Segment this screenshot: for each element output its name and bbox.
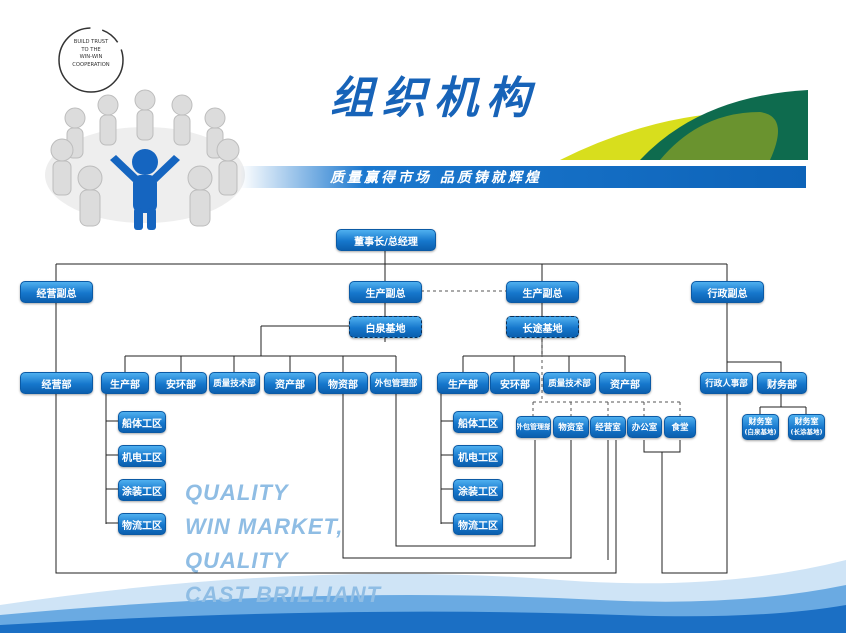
base-changtu-box: 长途基地 [506, 316, 579, 338]
base-baiquan-box: 白泉基地 [349, 316, 422, 338]
base1-dept-box: 生产部 [101, 372, 149, 394]
base1-area-box: 物流工区 [118, 513, 166, 535]
finance-office-sub: (长涂基地) [790, 428, 823, 436]
base1-dept-box: 物资部 [318, 372, 368, 394]
wuzi-loop [342, 393, 572, 559]
waibao-loop [395, 393, 536, 547]
base2-dept-box: 生产部 [437, 372, 489, 394]
finance-office-name: 财务室 [748, 417, 773, 426]
slogan-band [240, 166, 806, 188]
business-dept-box: 经营部 [20, 372, 93, 394]
base2-dept-bus [462, 355, 626, 372]
slogan: 质量赢得市场 品质铸就辉煌 [330, 170, 542, 186]
ceo-bus [55, 250, 728, 281]
base1-area-box: 涂装工区 [118, 479, 166, 501]
admin-line [726, 301, 782, 372]
logo-line: TO THE [81, 46, 101, 53]
base2-office-box: 办公室 [627, 416, 662, 438]
bangong-loop [643, 393, 728, 574]
logo-text: BUILD TRUST TO THE WIN-WIN COOPERATION [63, 39, 119, 69]
base2-office-dashed [532, 336, 681, 416]
admin-dept-box: 行政人事部 [700, 372, 753, 394]
bottom-wave-dark [0, 605, 846, 633]
finance-office-name: 财务室 [794, 417, 819, 426]
base2-office-box: 食堂 [664, 416, 696, 438]
finance-office-box: 财务室 (白泉基地) [742, 414, 779, 440]
vp-business-line [55, 301, 617, 574]
base1-dept-bus [124, 355, 397, 372]
logo-line: COOPERATION [72, 61, 110, 68]
people-ring [50, 89, 240, 227]
base1-dept-box: 安环部 [155, 372, 207, 394]
base2-office-box: 外包管理部 [516, 416, 551, 438]
base1-area-box: 船体工区 [118, 411, 166, 433]
finance-office-box: 财务室 (长涂基地) [788, 414, 825, 440]
blue-person [110, 149, 180, 230]
base1-dept-box: 资产部 [264, 372, 316, 394]
base2-dept-box: 质量技术部 [543, 372, 596, 394]
base1-area-line [105, 393, 118, 524]
base2-area-box: 物流工区 [453, 513, 503, 535]
base1-dept-box: 外包管理部 [370, 372, 422, 394]
vp-production-box: 生产副总 [506, 281, 579, 303]
logo-line: WIN-WIN [79, 54, 103, 60]
ceo-box: 董事长/总经理 [336, 229, 436, 251]
vp-production-box: 生产副总 [349, 281, 422, 303]
english-slogan-line: QUALITY [185, 480, 289, 505]
base2-area-box: 机电工区 [453, 445, 503, 467]
base1-area-box: 机电工区 [118, 445, 166, 467]
olive-overlap [660, 112, 778, 160]
base2-dept-box: 资产部 [599, 372, 651, 394]
vp-business-box: 经营副总 [20, 281, 93, 303]
base2-office-box: 物资室 [553, 416, 589, 438]
page-title: 组织机构 [330, 73, 538, 124]
base2-area-box: 涂装工区 [453, 479, 503, 501]
base1-dept-box: 质量技术部 [209, 372, 260, 394]
english-slogan-line: WIN MARKET, [185, 514, 344, 539]
finance-line [759, 393, 807, 414]
vp-admin-box: 行政副总 [691, 281, 764, 303]
base1-line [260, 301, 386, 356]
base2-dept-box: 安环部 [490, 372, 540, 394]
english-slogan-line: QUALITY [185, 548, 289, 573]
base2-area-line [440, 393, 453, 524]
logo-line: BUILD TRUST [73, 39, 109, 45]
finance-office-sub: (白泉基地) [744, 428, 777, 436]
english-slogan-line: CAST BRILLIANT [185, 582, 382, 607]
base2-office-box: 经营室 [590, 416, 626, 438]
logo-circle [58, 27, 124, 93]
base2-area-box: 船体工区 [453, 411, 503, 433]
finance-dept-box: 财务部 [757, 372, 807, 394]
